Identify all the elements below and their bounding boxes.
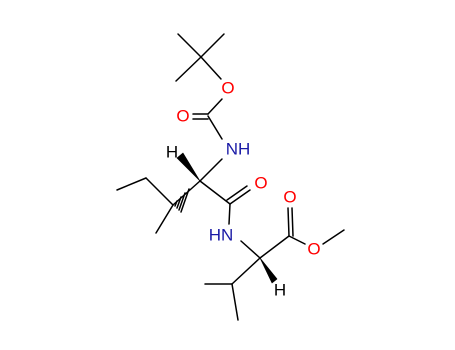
ester-carbonyl-oxygen-label: O [283, 188, 296, 207]
carbamate-carbonyl-to-nitrogen-bond [207, 115, 223, 140]
carbamate-carbonyl-oxygen-label: O [176, 107, 189, 126]
stereocenter-2-to-ethyl-ch2-bond [145, 177, 174, 206]
amide-carbonyl-to-nitrogen-bond [228, 203, 231, 225]
hash-line-2 [176, 196, 182, 209]
tbu-methyl-bond-bottom [175, 56, 202, 82]
stereocenter-2-hashed-bond [174, 188, 190, 213]
hash-line-3 [178, 192, 186, 211]
ether-oxygen-label: O [221, 79, 234, 98]
amide-carbonyl-oxygen-label: O [254, 174, 267, 193]
stereocenter-3-hydrogen-label: H [274, 281, 286, 300]
stereocenter-2 [116, 177, 190, 234]
hash-line-1 [174, 200, 178, 207]
ester-oxygen-label: O [307, 240, 320, 259]
stereocenter-1-hydrogen-label: H [166, 143, 178, 162]
atom-labels: O O NH H O HN O O H [166, 79, 321, 300]
stereocenter-1-to-amide-carbonyl-bond [199, 180, 231, 205]
tbu-methyl-bond-right [200, 33, 225, 58]
isopropyl-ch-to-methyl-down-bond [231, 283, 239, 321]
tert-butyl-group [175, 33, 225, 82]
ester-carbonyl-to-oxygen-bond [288, 235, 306, 245]
ester-carbonyl-double-bond-b [291, 207, 294, 237]
stereocenter-2-to-methyl-bond [155, 204, 174, 234]
amide-group [226, 185, 251, 225]
nitrogen-to-stereocenter-1-bond [199, 158, 223, 182]
stereocenter-1-wedge-to-hydrogen [176, 152, 201, 182]
carbamate-nitrogen-label: NH [226, 140, 251, 159]
ester-group [287, 207, 345, 245]
amide-nitrogen-label: HN [209, 226, 234, 245]
hash-line-4 [180, 188, 190, 213]
tbu-methyl-bond-left [177, 33, 202, 58]
ester-carbonyl-double-bond-a [287, 207, 290, 237]
amide-nitrogen-to-stereocenter-3-bond [240, 240, 261, 259]
ether-oxygen-to-carbonyl-bond [207, 98, 223, 115]
stereocenter-3-wedge-to-hydrogen [259, 257, 278, 284]
stereocenter-3 [231, 235, 290, 285]
stereocenter-3-to-ester-carbonyl-bond [259, 235, 290, 259]
amide-carbonyl-double-bond-a [229, 189, 251, 205]
ethyl-ch2-to-ch3-bond [116, 177, 147, 191]
isopropyl-group [204, 283, 239, 321]
ester-oxygen-to-methyl-bond [322, 229, 345, 245]
stereocenter-3-to-isopropyl-bond [231, 257, 261, 285]
amide-carbonyl-double-bond-b [226, 185, 248, 201]
stereocenter-1 [172, 152, 231, 206]
carbamate-group [192, 98, 223, 140]
tbu-to-ether-oxygen-bond [200, 56, 222, 80]
